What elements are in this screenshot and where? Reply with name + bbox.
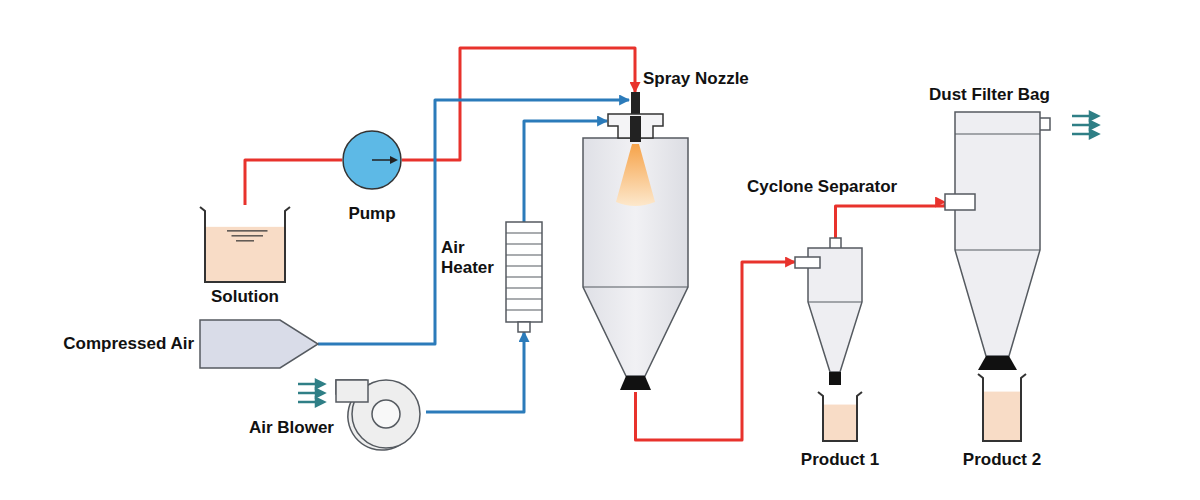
chamber-seam — [583, 286, 688, 287]
flow-pipe — [426, 332, 524, 412]
air-blower: Air Blower — [336, 372, 426, 452]
part-label: Dust Filter Bag — [929, 85, 1050, 105]
heater-fin — [506, 265, 542, 266]
part-label: Spray Nozzle — [643, 69, 749, 89]
liquid-line — [227, 230, 268, 231]
part-label: Pump — [348, 204, 395, 224]
solution-tank: Solution — [200, 205, 290, 283]
chamber-outlet — [620, 376, 651, 390]
liquid — [823, 405, 857, 440]
liquid-line — [236, 240, 254, 241]
heater-fin — [506, 276, 542, 277]
spray-cone — [616, 144, 655, 206]
drying-chamber — [583, 138, 688, 376]
part-label: Air Blower — [249, 418, 334, 438]
drying-chamber: Spray Nozzle — [583, 92, 688, 392]
compressed-air-supply-outline — [200, 320, 318, 368]
liquid — [205, 227, 285, 281]
flow-pipe — [836, 202, 946, 238]
cyclone-seam — [808, 301, 862, 302]
filter-discharge — [978, 356, 1017, 370]
product-container-outline — [818, 390, 862, 442]
cyclone-inlet — [795, 257, 820, 268]
part-label: Air Heater — [441, 238, 503, 278]
blower-hub — [372, 400, 400, 428]
flow-pipe — [245, 160, 342, 205]
drying-chamber-outline — [583, 92, 688, 392]
cyclone-discharge — [829, 372, 841, 385]
beaker-outline — [818, 392, 862, 441]
dust-filter-bag-outline — [945, 112, 1051, 370]
air-outlet-arrows — [1072, 112, 1098, 138]
product-container: Product 2 — [978, 372, 1026, 442]
air-heater-outline — [506, 222, 542, 332]
part-label: Product 1 — [801, 450, 879, 470]
air-tank — [200, 320, 318, 368]
air-heater: Air Heater — [506, 222, 542, 332]
part-label: Solution — [211, 287, 279, 307]
filter-cap — [955, 133, 1040, 134]
heater-fin — [506, 254, 542, 255]
part-label: Compressed Air — [63, 334, 194, 354]
dust-filter-bag: Dust Filter Bag — [945, 112, 1051, 370]
liquid-line — [232, 235, 264, 236]
pump-body — [343, 131, 401, 189]
heater-fin — [506, 309, 542, 310]
heater-body — [506, 222, 542, 322]
beaker-outline — [978, 374, 1026, 441]
heater-stub — [518, 322, 530, 332]
pump: Pump — [342, 130, 402, 190]
filter-body — [955, 112, 1040, 356]
compressed-air-supply: Compressed Air — [200, 320, 318, 368]
pump-arrowhead — [390, 156, 398, 164]
solution-tank-outline — [200, 205, 290, 283]
filter-inlet — [945, 194, 975, 210]
liquid — [983, 392, 1021, 440]
air-inlet-arrows — [298, 380, 324, 406]
heater-fin — [506, 243, 542, 244]
air-blower-outline — [336, 372, 426, 452]
beaker-outline — [200, 207, 290, 282]
part-label: Product 2 — [963, 450, 1041, 470]
part-label: Cyclone Separator — [747, 177, 897, 197]
heater-fin — [506, 232, 542, 233]
nozzle-stem — [631, 92, 640, 116]
pump-outline — [342, 130, 402, 190]
cyclone-separator-outline — [795, 238, 862, 386]
blower-inlet — [336, 380, 368, 402]
heater-fin — [506, 298, 542, 299]
nozzle-core — [630, 116, 641, 142]
product-container: Product 1 — [818, 390, 862, 442]
product-container-outline — [978, 372, 1026, 442]
heater-fin — [506, 287, 542, 288]
cyclone-separator: Cyclone Separator — [795, 238, 862, 386]
filter-seam — [955, 249, 1040, 250]
